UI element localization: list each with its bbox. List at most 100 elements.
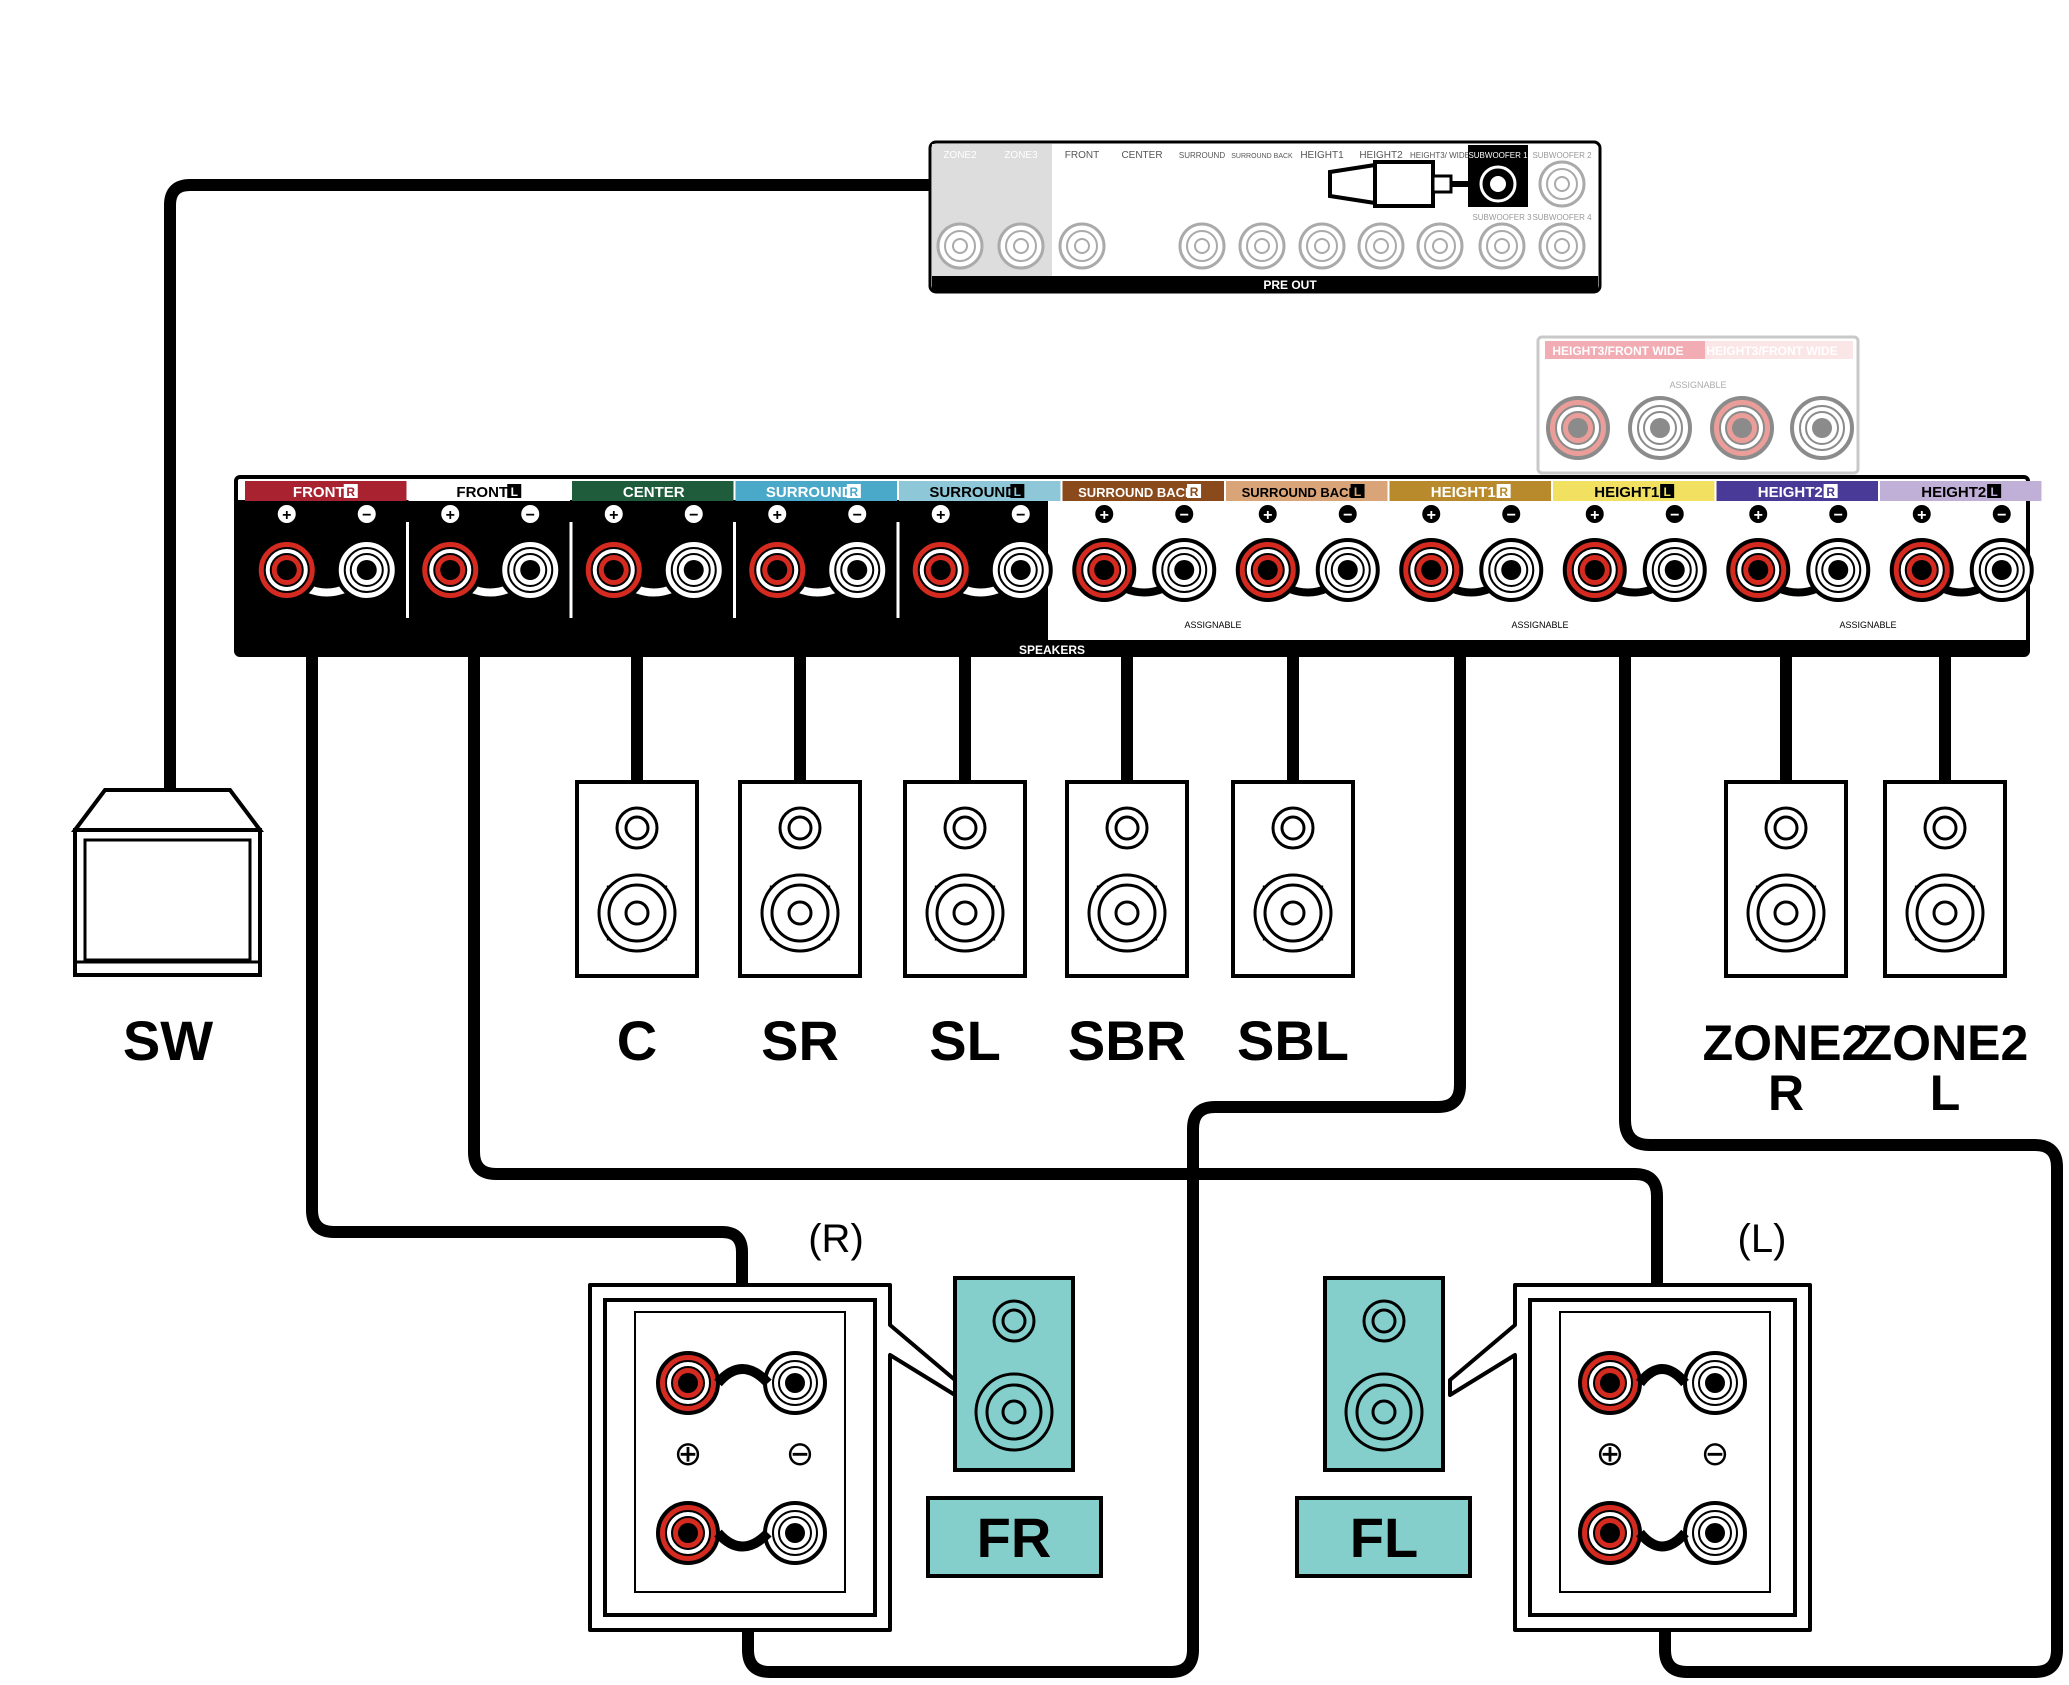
speaker-zone2-l <box>1883 780 2007 978</box>
terminal-minus[interactable] <box>1315 538 1380 602</box>
channel-header-label: FRONT <box>456 484 508 501</box>
channel-header-label: HEIGHT2 <box>1921 484 1986 501</box>
terminal-minus[interactable] <box>1642 538 1707 602</box>
plus-marker <box>1912 505 1931 523</box>
speaker-label: SR <box>761 1009 839 1072</box>
terminal-plus[interactable] <box>1399 538 1464 602</box>
speaker-label: ZONE2 <box>1862 1015 2029 1071</box>
speaker-sub-label: L <box>1930 1065 1961 1121</box>
channel-side-badge <box>1010 484 1025 498</box>
channel-header-bg <box>1226 481 1388 501</box>
speakers-title: SPEAKERS <box>1019 643 1085 657</box>
polarity-symbol: + <box>1590 507 1599 524</box>
plus-marker <box>1258 505 1277 523</box>
terminal-minus[interactable] <box>1806 538 1871 602</box>
terminal-plus[interactable] <box>1235 538 1300 602</box>
fl-terminal-minus-top[interactable] <box>1683 1351 1747 1415</box>
minus-marker <box>1011 505 1030 523</box>
speakers-assignable-1: ASSIGNABLE <box>1184 620 1241 630</box>
channel-header-label: SURROUND BACK <box>1242 485 1359 500</box>
fr-terminal-minus-bottom[interactable] <box>763 1501 827 1565</box>
channel-side-badge <box>1496 484 1511 498</box>
channel-header-label: SURROUND <box>766 484 853 501</box>
channel-side-label: L <box>1354 485 1361 499</box>
terminal-plus[interactable] <box>908 538 973 602</box>
pre-out-label: SURROUND BACK <box>1231 153 1293 160</box>
pre-out-title: PRE OUT <box>1263 278 1317 292</box>
terminal-minus[interactable] <box>825 538 890 602</box>
speaker-label: SL <box>929 1009 1001 1072</box>
terminal-minus[interactable] <box>988 538 1053 602</box>
subwoofer-label: SW <box>123 1009 213 1072</box>
polarity-symbol: − <box>1670 507 1679 524</box>
fr-terminal-plus-top[interactable] <box>656 1351 720 1415</box>
terminal-plus[interactable] <box>1562 538 1627 602</box>
speakers-assignable-2: ASSIGNABLE <box>1511 620 1568 630</box>
speaker-label: C <box>617 1009 657 1072</box>
channel-side-badge <box>1823 484 1838 498</box>
minus-marker <box>521 505 540 523</box>
front-right-group: (R) ⊕ ⊖ FR <box>588 1217 1103 1632</box>
channel-side-label: R <box>1190 485 1199 499</box>
terminal-minus[interactable] <box>1152 538 1217 602</box>
fl-terminal-minus-bottom[interactable] <box>1683 1501 1747 1565</box>
subwoofer-cable <box>164 179 1336 798</box>
height3-assignable: ASSIGNABLE <box>1669 380 1726 390</box>
pre-out-label: SURROUND <box>1179 151 1225 160</box>
terminal-minus[interactable] <box>1479 538 1544 602</box>
terminal-plus[interactable] <box>418 538 483 602</box>
pre-out-label: HEIGHT2 <box>1359 150 1403 161</box>
terminal-plus[interactable] <box>1889 538 1954 602</box>
subwoofer3-label: SUBWOOFER 3 <box>1472 213 1532 222</box>
pre-out-labels: ZONE2 ZONE3 FRONT CENTER SURROUND SURROU… <box>943 150 1470 161</box>
channel-side-badge <box>1187 484 1202 498</box>
speaker-sub-label: R <box>1768 1065 1804 1121</box>
terminal-plus[interactable] <box>745 538 810 602</box>
channel-side-label: R <box>1826 485 1835 499</box>
polarity-symbol: + <box>1917 507 1926 524</box>
plus-marker <box>277 505 296 523</box>
plus-marker <box>1749 505 1768 523</box>
speaker-c <box>575 780 699 978</box>
terminal-plus[interactable] <box>581 538 646 602</box>
fl-terminal-plus-bottom[interactable] <box>1578 1501 1642 1565</box>
channel-header-label: HEIGHT1 <box>1594 484 1659 501</box>
channel-side-label: R <box>850 485 859 499</box>
front-right-label: FR <box>977 1506 1052 1569</box>
polarity-symbol: − <box>1834 507 1843 524</box>
fl-terminal-plus-top[interactable] <box>1578 1351 1642 1415</box>
fr-terminal-plus-bottom[interactable] <box>656 1501 720 1565</box>
height3-label-r: HEIGHT3/FRONT WIDE <box>1552 344 1683 358</box>
pre-out-label: HEIGHT1 <box>1300 150 1344 161</box>
fr-terminal-minus-top[interactable] <box>763 1351 827 1415</box>
plus-marker <box>441 505 460 523</box>
terminal-minus[interactable] <box>334 538 399 602</box>
terminal-plus[interactable] <box>1726 538 1791 602</box>
polarity-symbol: + <box>609 507 618 524</box>
subwoofer: SW <box>71 788 264 1072</box>
terminal-minus[interactable] <box>498 538 563 602</box>
channel-side-badge <box>846 484 861 498</box>
speaker-sr <box>738 780 862 978</box>
fr-minus-symbol: ⊖ <box>786 1435 815 1473</box>
polarity-symbol: − <box>1016 507 1025 524</box>
speaker-zone2-r <box>1724 780 1848 978</box>
polarity-symbol: − <box>526 507 535 524</box>
subwoofer4-label: SUBWOOFER 4 <box>1532 213 1592 222</box>
polarity-symbol: − <box>689 507 698 524</box>
plus-marker <box>768 505 787 523</box>
front-r-plus-cable <box>306 584 748 1391</box>
channel-header-bg <box>1062 481 1224 501</box>
channel-header-bg <box>572 481 734 501</box>
channel-side-label: R <box>1499 485 1508 499</box>
terminal-plus[interactable] <box>254 538 319 602</box>
terminal-minus[interactable] <box>661 538 726 602</box>
polarity-symbol: + <box>773 507 782 524</box>
minus-marker <box>357 505 376 523</box>
speaker-label: ZONE2 <box>1703 1015 1870 1071</box>
terminal-plus[interactable] <box>1072 538 1137 602</box>
minus-marker <box>684 505 703 523</box>
speaker-sbl <box>1231 780 1355 978</box>
terminal-minus[interactable] <box>1969 538 2034 602</box>
